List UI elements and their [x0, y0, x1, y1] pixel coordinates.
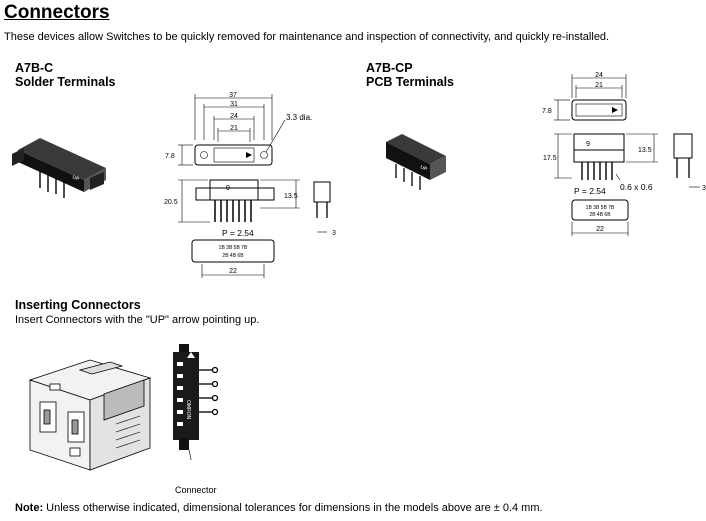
switch-assembly-illustration [28, 359, 152, 471]
dim-24: 24 [230, 113, 238, 120]
dim-7-8: 7.8 [165, 153, 175, 160]
pin-9: 9 [226, 185, 230, 192]
dim-21: 21 [230, 125, 238, 132]
dim-24: 24 [595, 72, 603, 79]
svg-text:UP: UP [419, 164, 428, 173]
page-title: Connectors [4, 2, 110, 23]
label-bottom: 2B 4B 6B [222, 253, 244, 259]
dim-37: 37 [229, 92, 237, 99]
pitch-label: P = 2.54 [222, 228, 254, 238]
dim-31: 31 [230, 101, 238, 108]
inserting-text: Insert Connectors with the "UP" arrow po… [15, 314, 260, 326]
dim-20-5: 20.5 [164, 199, 178, 206]
connector-label: Connector [175, 485, 217, 495]
label-top: 1B 3B 5B 7B [219, 245, 248, 251]
dim-13-5: 13.5 [284, 193, 298, 200]
inserting-heading: Inserting Connectors [15, 298, 141, 312]
pitch-label: P = 2.54 [574, 186, 606, 196]
model-name: A7B-C [15, 61, 54, 75]
label-top: 1B 3B 5B 7B [586, 205, 615, 211]
model-a7b-c: A7B-C Solder Terminals [15, 61, 116, 89]
dim-17-5: 17.5 [543, 155, 557, 162]
dim-7-8: 7.8 [542, 108, 552, 115]
note-label: Note: [15, 502, 44, 514]
a7b-c-dimension-drawing: 37 31 24 21 3.3 dia. 7.8 9 20.5 13.5 3 P… [164, 92, 336, 278]
a7b-cp-product-illustration: UP [386, 134, 446, 190]
dim-3: 3 [332, 230, 336, 237]
svg-text:OMRON: OMRON [185, 400, 191, 420]
model-type: PCB Terminals [366, 75, 454, 89]
model-type: Solder Terminals [15, 75, 116, 89]
a7b-c-product-illustration: UP [12, 138, 106, 198]
dim-hole: 3.3 dia. [286, 113, 312, 122]
label-bottom: 2B 4B 6B [589, 212, 611, 218]
dim-21: 21 [595, 82, 603, 89]
connector-illustration: OMRON [173, 344, 219, 460]
tolerance-note: Note: Unless otherwise indicated, dimens… [15, 502, 543, 514]
pin-size-label: 0.6 x 0.6 [620, 182, 653, 192]
model-name: A7B-CP [366, 61, 413, 75]
dim-22: 22 [596, 226, 604, 233]
dim-3: 3 [702, 185, 706, 192]
note-text: Unless otherwise indicated, dimensional … [43, 502, 543, 514]
intro-text: These devices allow Switches to be quick… [4, 31, 610, 43]
a7b-cp-dimension-drawing: 24 21 7.8 9 17.5 13.5 0.6 x 0.6 3 P = 2.… [542, 72, 706, 236]
svg-text:UP: UP [71, 174, 80, 183]
model-a7b-cp: A7B-CP PCB Terminals [366, 61, 454, 89]
pin-9: 9 [586, 141, 590, 148]
dim-13-5: 13.5 [638, 147, 652, 154]
dim-22: 22 [229, 268, 237, 275]
